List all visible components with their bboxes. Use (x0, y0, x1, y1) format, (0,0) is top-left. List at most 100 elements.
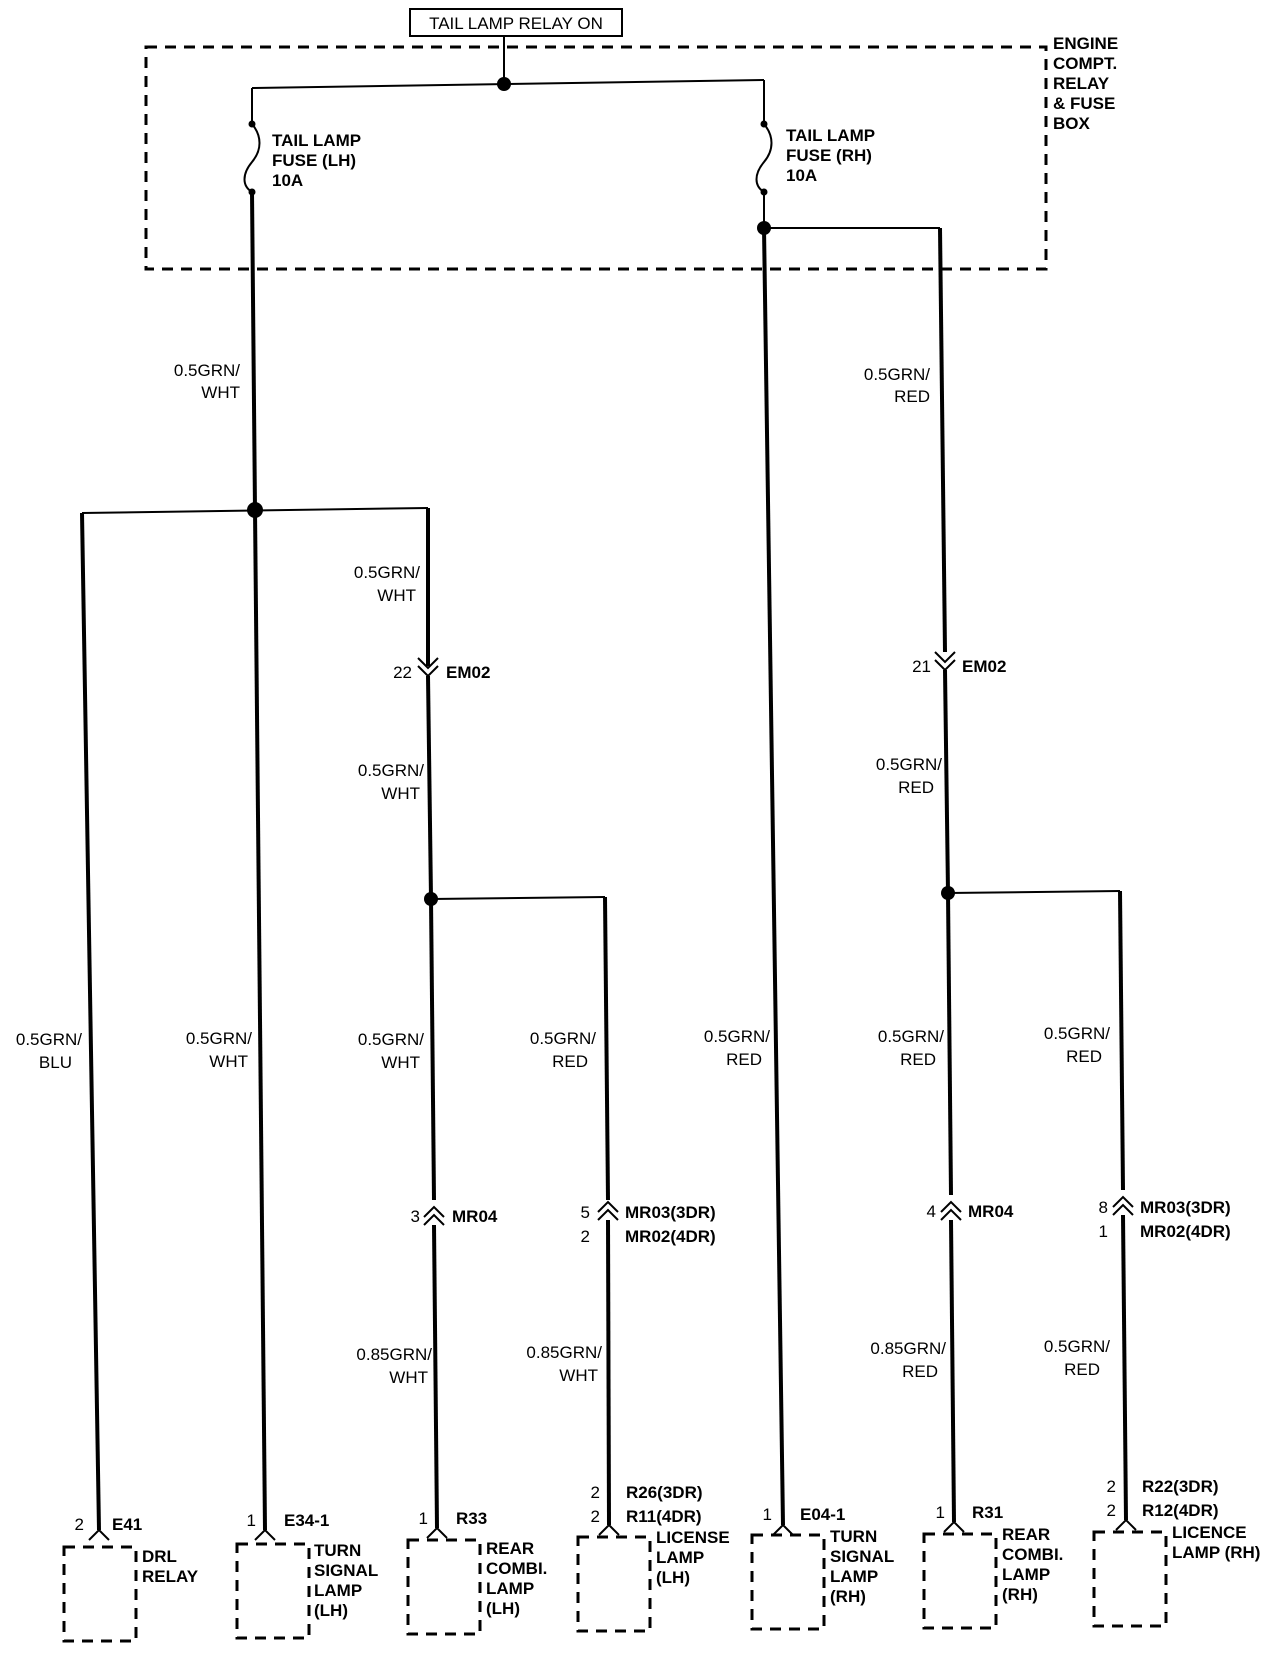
connector-e41-symbol (88, 1528, 110, 1541)
wire-mr04-lh-lower (432, 1224, 439, 1529)
connector-mr03-rh-pin-2: 1 (1099, 1222, 1108, 1241)
connector-mr03-lh-name-1: MR03(3DR) (625, 1203, 716, 1222)
component-licence-rh-conn-1: R22(3DR) (1142, 1477, 1219, 1496)
wire-mr04-rh-lower-label-1: 0.85GRN/ (870, 1339, 946, 1358)
component-drl-relay-box (62, 1545, 138, 1643)
component-rear-lh-label-1: REAR (486, 1539, 534, 1558)
component-rear-rh-label-1: REAR (1002, 1525, 1050, 1544)
wire-mr03-lh-upper-label-2: RED (552, 1052, 588, 1071)
wire-mr03-lh-lower (606, 1219, 611, 1526)
wire-rh-em02-lower-label-2: RED (898, 778, 934, 797)
component-licence-rh-pin-1: 2 (1107, 1477, 1116, 1496)
component-rear-lh-label-3: LAMP (486, 1579, 534, 1598)
wire-rh-em02-lower (943, 669, 950, 893)
wire-rh-em02-lower-label-1: 0.5GRN/ (876, 755, 942, 774)
connector-mr03-lh-symbol-2 (597, 1208, 619, 1221)
component-licence-rh-label-1: LICENCE (1172, 1523, 1247, 1542)
fuse-rh-label-3: 10A (786, 166, 817, 185)
connector-mr04-lh-pin: 3 (411, 1207, 420, 1226)
component-licence-rh-conn-2: R12(4DR) (1142, 1501, 1219, 1520)
engine-relay-fuse-box (144, 45, 1048, 271)
wire-feed-lh-label-2: WHT (201, 383, 240, 402)
component-rear-lh-label-2: COMBI. (486, 1559, 547, 1578)
component-license-lh-box (576, 1535, 652, 1633)
component-rear-lh-pin: 1 (419, 1509, 428, 1528)
relay-on-box (409, 8, 623, 37)
fuse-lh-label-3: 10A (272, 171, 303, 190)
connector-em02-lh-pin: 22 (393, 663, 412, 682)
wire-lh-em02-upper-label-2: WHT (377, 586, 416, 605)
wire-mr03-rh-lower (1121, 1214, 1128, 1521)
component-rear-rh-label-3: LAMP (1002, 1565, 1050, 1584)
connector-mr03-lh-name-2: MR02(4DR) (625, 1227, 716, 1246)
component-licence-rh-box (1092, 1530, 1168, 1628)
connector-mr04-rh-symbol (940, 1200, 962, 1213)
connector-r33-symbol (426, 1526, 448, 1539)
connector-mr03-lh-pin-2: 2 (581, 1227, 590, 1246)
wire-mr04-lh-upper-label-2: WHT (381, 1053, 420, 1072)
connector-mr03-rh-symbol (1112, 1195, 1134, 1208)
relay-on-label: TAIL LAMP RELAY ON (429, 14, 603, 33)
component-turn-lh-box (235, 1542, 311, 1640)
connector-em02-lh-symbol (417, 657, 439, 670)
component-turn-lh-label-4: (LH) (314, 1601, 348, 1620)
connector-em02-rh-symbol (934, 651, 956, 664)
wire-feed-rh (938, 227, 947, 653)
wire-feed-lh-label-1: 0.5GRN/ (174, 361, 240, 380)
wire-lh-em02-lower (426, 675, 433, 899)
wire-mr04-rh-lower (949, 1219, 956, 1523)
component-license-lh-label-2: LAMP (656, 1548, 704, 1567)
wire-lh-em02-upper-label-1: 0.5GRN/ (354, 563, 420, 582)
connector-mr03-lh-symbol (597, 1200, 619, 1213)
connector-mr03-lh-pin-1: 5 (581, 1203, 590, 1222)
wire-drl-label-2: BLU (39, 1053, 72, 1072)
fuse-lh-symbol (243, 123, 261, 193)
component-turn-rh-pin: 1 (763, 1505, 772, 1524)
component-turn-lh-conn: E34-1 (284, 1511, 329, 1530)
wire-mr03-rh-upper-label-2: RED (1066, 1047, 1102, 1066)
wire-turn-lh-label-1: 0.5GRN/ (186, 1029, 252, 1048)
component-turn-rh-conn: E04-1 (800, 1505, 845, 1524)
wire-mr04-rh-upper-label-1: 0.5GRN/ (878, 1027, 944, 1046)
fuse-rh-label-2: FUSE (RH) (786, 146, 872, 165)
component-license-lh-label-3: (LH) (656, 1568, 690, 1587)
wire-mr04-rh-lower-label-2: RED (902, 1362, 938, 1381)
wire-turn-lh-label-2: WHT (209, 1052, 248, 1071)
connector-mr03-rh-symbol-2 (1112, 1203, 1134, 1216)
component-rear-rh-conn: R31 (972, 1503, 1003, 1522)
component-rear-lh-label-4: (LH) (486, 1599, 520, 1618)
connector-e34-1-symbol (254, 1528, 276, 1541)
connector-mr04-rh-symbol-2 (940, 1208, 962, 1221)
component-turn-rh-label-2: SIGNAL (830, 1547, 894, 1566)
connector-e04-1-symbol (772, 1523, 794, 1536)
connector-mr04-lh-symbol (423, 1205, 445, 1218)
box-label-line-4: & FUSE (1053, 94, 1115, 113)
fuse-lh-label-2: FUSE (LH) (272, 151, 356, 170)
component-rear-lh-box (406, 1538, 482, 1636)
wire-feed-rh-label-2: RED (894, 387, 930, 406)
connector-em02-lh-name: EM02 (446, 663, 490, 682)
box-label-line-5: BOX (1053, 114, 1091, 133)
connector-mr03-rh-name-2: MR02(4DR) (1140, 1222, 1231, 1241)
connector-mr04-rh-pin: 4 (927, 1202, 936, 1221)
wire-drl (80, 512, 101, 1531)
wire-mr03-rh-lower-label-2: RED (1064, 1360, 1100, 1379)
connector-mr03-rh-pin-1: 8 (1099, 1198, 1108, 1217)
component-license-lh-conn-2: R11(4DR) (626, 1507, 702, 1526)
wire-mr04-lh-upper (429, 898, 436, 1201)
wire-mr03-rh-lower-label-1: 0.5GRN/ (1044, 1337, 1110, 1356)
component-rear-rh-pin: 1 (936, 1503, 945, 1522)
fuse-lh-label-1: TAIL LAMP (272, 131, 361, 150)
component-turn-rh-label-3: LAMP (830, 1567, 878, 1586)
component-licence-rh-label-2: LAMP (RH) (1172, 1543, 1260, 1562)
component-drl-label-1: DRL (142, 1547, 177, 1566)
connector-r26-symbol (598, 1523, 620, 1536)
fuse-rh-label-1: TAIL LAMP (786, 126, 875, 145)
wire-mr03-rh-upper-label-1: 0.5GRN/ (1044, 1024, 1110, 1043)
wire-lh-sub-bus (430, 896, 606, 900)
component-turn-lh-label-2: SIGNAL (314, 1561, 378, 1580)
wire-turn-rh (762, 227, 785, 1526)
connector-em02-rh-name: EM02 (962, 657, 1006, 676)
